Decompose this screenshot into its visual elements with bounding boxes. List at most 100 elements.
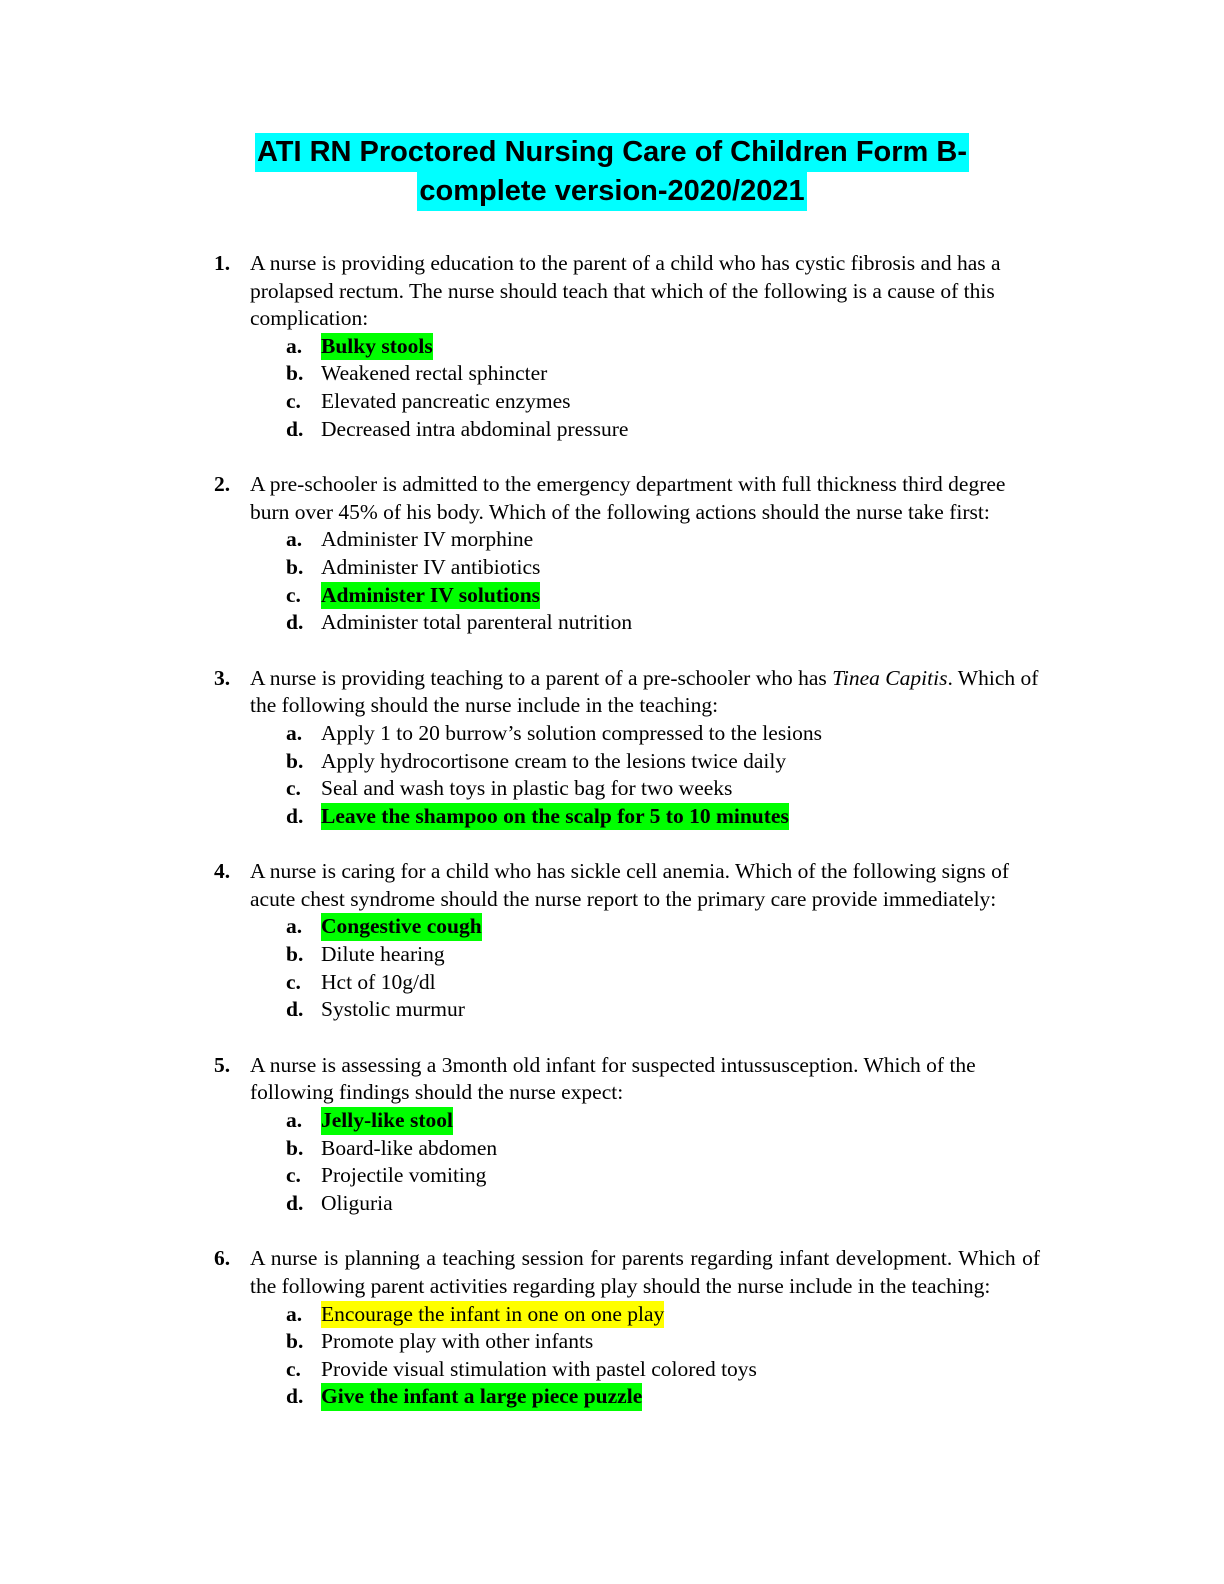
option-text: Systolic murmur <box>321 997 465 1022</box>
option-a: a. Apply 1 to 20 burrow’s solution compre… <box>0 720 1224 748</box>
question-text: A nurse is providing teaching to a paren… <box>250 665 1040 720</box>
option-d: d. Oliguria <box>0 1190 1224 1218</box>
option-text: Administer total parenteral nutrition <box>321 610 633 635</box>
question-text: A nurse is providing education to the pa… <box>250 251 1001 331</box>
option-letter: b. <box>286 942 304 967</box>
option-text-correct: Jelly-like stool <box>321 1107 453 1135</box>
question-6: 6. A nurse is planning a teaching sessio… <box>0 1245 1224 1411</box>
option-letter: b. <box>286 748 304 773</box>
option-c: c. Projectile vomiting <box>0 1162 1224 1190</box>
document-title: ATI RN Proctored Nursing Care of Childre… <box>0 133 1224 211</box>
option-letter: c. <box>286 1356 301 1381</box>
option-text: Administer IV antibiotics <box>321 554 541 579</box>
option-list: a. Encourage the infant in one on one pla… <box>0 1300 1224 1411</box>
option-letter: d. <box>286 416 304 441</box>
option-list: a.Jelly-like stool b.Board-like abdomen … <box>0 1107 1224 1217</box>
option-text-highlighted: Encourage the infant in one on one play <box>321 1300 665 1329</box>
option-text-correct: Bulky stools <box>321 332 433 361</box>
option-text: Dilute hearing <box>321 942 445 967</box>
question-number: 5. <box>214 1052 231 1077</box>
option-text: Promote play with other infants <box>321 1329 594 1354</box>
question-number: 2. <box>214 472 231 497</box>
option-text: Hct of 10g/dl <box>321 969 436 994</box>
option-text: Seal and wash toys in plastic bag for tw… <box>321 776 733 801</box>
option-list: a. Congestive cough b. Dilute hearing c. Hc… <box>0 913 1224 1023</box>
option-letter: c. <box>286 1163 301 1188</box>
option-letter: b. <box>286 1329 304 1354</box>
option-letter: c. <box>286 388 301 413</box>
option-letter: b. <box>286 554 304 579</box>
option-letter: a. <box>286 914 303 939</box>
option-letter: a. <box>286 527 303 552</box>
option-text-correct: Leave the shampoo on the scalp for 5 to … <box>321 802 789 831</box>
question-1: 1. A nurse is providing education to the… <box>0 250 1224 443</box>
question-number: 6. <box>214 1246 231 1271</box>
option-b: b. Dilute hearing <box>0 941 1224 969</box>
question-3: 3. A nurse is providing teaching to a pa… <box>0 665 1224 831</box>
option-text: Provide visual stimulation with pastel c… <box>321 1356 757 1381</box>
question-number: 3. <box>214 665 231 690</box>
option-letter: d. <box>286 1384 304 1409</box>
option-letter: b. <box>286 361 304 386</box>
option-d: d. Decreased intra abdominal pressure <box>0 416 1224 444</box>
option-a: a. Encourage the infant in one on one pla… <box>0 1300 1224 1329</box>
option-letter: d. <box>286 997 304 1022</box>
question-text: A pre-schooler is admitted to the emerge… <box>250 472 1006 524</box>
option-letter: c. <box>286 582 301 607</box>
option-letter: c. <box>286 969 301 994</box>
question-number: 1. <box>214 251 231 275</box>
title-line-1: ATI RN Proctored Nursing Care of Childre… <box>254 133 969 172</box>
option-d: d. Systolic murmur <box>0 996 1224 1024</box>
option-letter: a. <box>286 333 303 358</box>
option-b: b. Administer IV antibiotics <box>0 554 1224 582</box>
option-text: Apply 1 to 20 burrow’s solution compress… <box>321 720 823 745</box>
option-b: b. Promote play with other infants <box>0 1328 1224 1356</box>
option-list: a. Administer IV morphine b. Administer IV… <box>0 526 1224 636</box>
option-text: Elevated pancreatic enzymes <box>321 388 571 413</box>
option-d: d. Administer total parenteral nutrition <box>0 609 1224 637</box>
option-a: a. Bulky stools <box>0 332 1224 361</box>
option-letter: a. <box>286 1301 303 1326</box>
question-2: 2. A pre-schooler is admitted to the eme… <box>0 471 1224 637</box>
option-a: a. Administer IV morphine <box>0 526 1224 554</box>
option-letter: a. <box>286 1108 303 1133</box>
option-c: c. Seal and wash toys in plastic bag for … <box>0 775 1224 803</box>
option-b: b. Apply hydrocortisone cream to the lesi… <box>0 748 1224 776</box>
question-number: 4. <box>214 859 231 884</box>
option-a: a. Jelly-like stool <box>0 1107 1224 1135</box>
question-list: 1. A nurse is providing education to the… <box>0 250 1224 1439</box>
option-list: a. Bulky stools b. Weakened rectal sphinct… <box>0 332 1224 444</box>
option-text: Apply hydrocortisone cream to the lesion… <box>321 748 787 773</box>
option-letter: c. <box>286 776 301 801</box>
option-letter: b. <box>286 1135 304 1160</box>
option-d: d. Leave the shampoo on the scalp for 5 t… <box>0 802 1224 831</box>
option-text: Board-like abdomen <box>321 1135 498 1160</box>
option-list: a. Apply 1 to 20 burrow’s solution compre… <box>0 720 1224 831</box>
question-5: 5. A nurse is assessing a 3month old inf… <box>0 1052 1224 1218</box>
option-b: b. Board-like abdomen <box>0 1135 1224 1163</box>
option-letter: d. <box>286 610 304 635</box>
option-text-correct: Give the infant a large piece puzzle <box>321 1383 643 1411</box>
question-4: 4. A nurse is caring for a child who has… <box>0 858 1224 1024</box>
question-text-start: A nurse is providing teaching to a paren… <box>250 665 833 690</box>
option-text: Projectile vomiting <box>321 1163 487 1188</box>
option-text: Weakened rectal sphincter <box>321 361 548 386</box>
option-letter: d. <box>286 803 304 828</box>
title-line-2: complete version-2020/2021 <box>417 172 807 211</box>
option-letter: d. <box>286 1190 304 1215</box>
option-d: d. Give the infant a large piece puzzle <box>0 1383 1224 1411</box>
option-b: b. Weakened rectal sphincter <box>0 360 1224 388</box>
option-c: c. Provide visual stimulation with pastel… <box>0 1356 1224 1384</box>
option-text-correct: Administer IV solutions <box>321 581 541 610</box>
option-text-correct: Congestive cough <box>321 913 482 942</box>
question-text-italic: Tinea Capitis <box>832 665 948 690</box>
option-text: Administer IV morphine <box>321 527 534 552</box>
option-text: Decreased intra abdominal pressure <box>321 416 629 441</box>
option-a: a. Congestive cough <box>0 913 1224 942</box>
question-text: A nurse is planning a teaching session f… <box>250 1246 1040 1298</box>
option-c: c. Administer IV solutions <box>0 581 1224 610</box>
question-text: A nurse is assessing a 3month old infant… <box>250 1052 976 1105</box>
option-c: c. Elevated pancreatic enzymes <box>0 388 1224 416</box>
option-text: Oliguria <box>321 1190 393 1215</box>
option-letter: a. <box>286 720 303 745</box>
